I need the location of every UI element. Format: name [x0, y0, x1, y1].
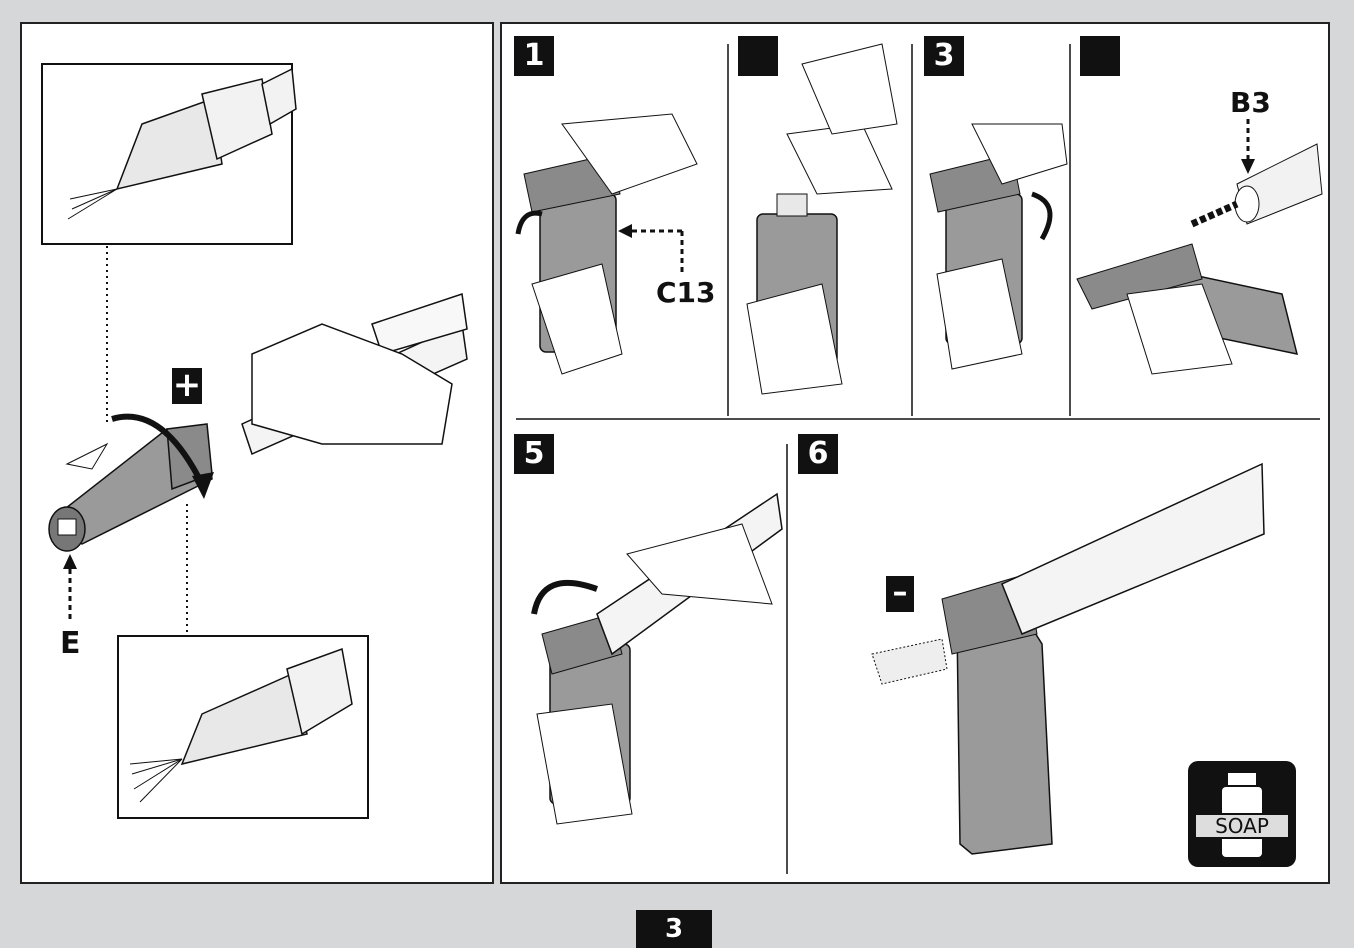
- connector-callout-label: B3: [1230, 86, 1271, 119]
- step-6-illustration: [871, 462, 1265, 855]
- soap-tank-illustrations: [515, 43, 1323, 874]
- wide-spray-nozzle: [129, 647, 353, 803]
- minus-symbol: –: [886, 576, 914, 612]
- nozzle-adjustment-panel: + E: [20, 22, 494, 884]
- tank-callout-label: C13: [656, 276, 716, 309]
- step-2-badge: [738, 36, 778, 76]
- step-4-badge: [1080, 36, 1120, 76]
- soap-bottle-icon: SOAP: [1188, 761, 1296, 867]
- step-4-illustration: [1076, 119, 1323, 375]
- narrow-jet-nozzle: [67, 67, 297, 220]
- soap-label: SOAP: [1194, 813, 1290, 839]
- step-6-badge: 6: [798, 434, 838, 474]
- nozzle-callout-label: E: [60, 626, 81, 661]
- soap-tank-steps-panel: 1 3 5 6 C13 B3 –: [500, 22, 1330, 884]
- step-3-badge: 3: [924, 36, 964, 76]
- step-1-badge: 1: [514, 36, 554, 76]
- step-1-illustration: [515, 113, 698, 375]
- nozzle-adjustment-illustration: [41, 63, 468, 819]
- page-number: 3: [636, 910, 712, 948]
- plus-symbol: +: [172, 365, 202, 405]
- step-5-illustration: [531, 492, 783, 825]
- step-5-badge: 5: [514, 434, 554, 474]
- rotate-arrow-icon: [111, 413, 205, 486]
- step-3-illustration: [929, 123, 1068, 370]
- hand-holding-lance: [251, 323, 453, 445]
- step-2-illustration: [746, 43, 898, 395]
